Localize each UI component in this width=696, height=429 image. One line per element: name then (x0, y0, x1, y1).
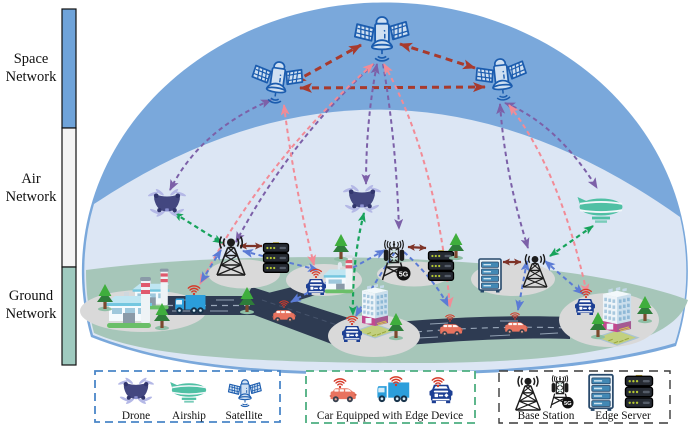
svg-text:Network: Network (6, 189, 57, 205)
svg-text:Car Equipped with Edge Device: Car Equipped with Edge Device (317, 410, 463, 422)
svg-text:Network: Network (6, 69, 57, 85)
svg-text:Drone: Drone (122, 410, 150, 422)
svg-text:Edge Server: Edge Server (595, 410, 651, 422)
svg-text:Airship: Airship (172, 410, 206, 422)
svg-text:Air: Air (21, 171, 41, 187)
svg-text:Network: Network (6, 306, 57, 322)
svg-text:Space: Space (14, 51, 49, 67)
svg-text:Satellite: Satellite (225, 410, 262, 422)
svg-text:Ground: Ground (9, 288, 54, 304)
svg-text:Base Station: Base Station (518, 410, 575, 422)
